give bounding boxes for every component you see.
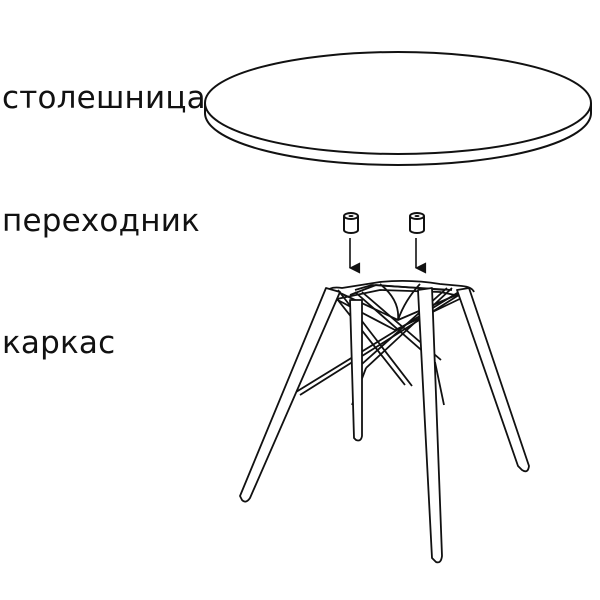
- adapter-label: переходник: [2, 203, 200, 239]
- adapter-left: [343, 212, 359, 234]
- tabletop-drawing: [204, 51, 592, 166]
- frame-drawing: [239, 279, 530, 564]
- adapter-right: [409, 212, 425, 234]
- frame-label: каркас: [2, 325, 116, 361]
- tabletop-label: столешница: [2, 80, 206, 116]
